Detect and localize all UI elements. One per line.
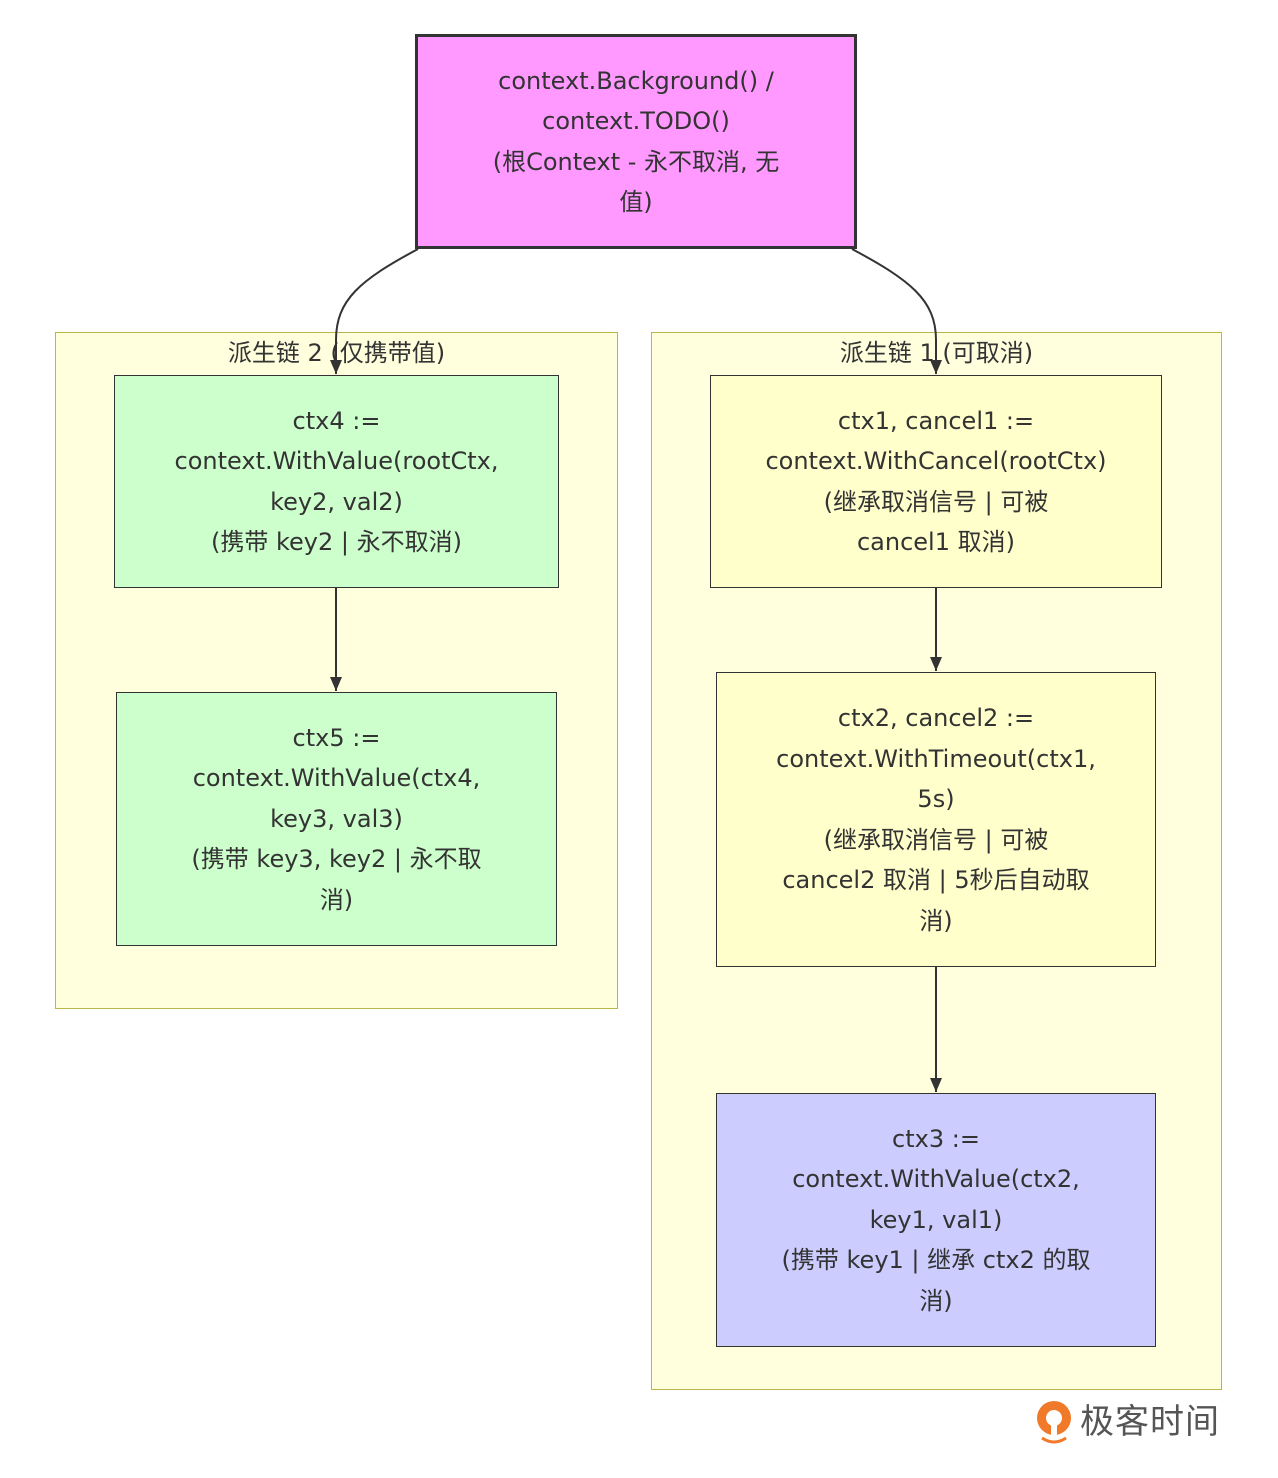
node-text-line: (继承取消信号 | 可被 bbox=[823, 487, 1049, 516]
node-text-line: context.WithTimeout(ctx1, bbox=[776, 744, 1096, 773]
node-text-line: context.WithValue(ctx2, bbox=[792, 1165, 1080, 1194]
node-ctx2[interactable]: ctx2, cancel2 := context.WithTimeout(ctx… bbox=[716, 672, 1156, 967]
node-text-line: cancel2 取消 | 5秒后自动取 bbox=[782, 866, 1090, 894]
subgraph-chain-1-title: 派生链 1 (可取消) bbox=[839, 339, 1034, 367]
node-text-line: 消) bbox=[919, 906, 953, 935]
node-text-line: context.WithValue(rootCtx, bbox=[174, 447, 499, 475]
node-ctx5[interactable]: ctx5 := context.WithValue(ctx4, key3, va… bbox=[116, 692, 557, 946]
node-text-line: ctx2, cancel2 := bbox=[837, 704, 1035, 732]
node-text-line: (携带 key2 | 永不取消) bbox=[211, 528, 462, 556]
node-text-line: ctx3 := bbox=[892, 1124, 980, 1153]
node-text-line: (携带 key3, key2 | 永不取 bbox=[191, 845, 482, 874]
node-text-line: 值) bbox=[619, 188, 653, 216]
node-text-line: (根Context - 永不取消, 无 bbox=[492, 147, 780, 176]
node-text-line: cancel1 取消) bbox=[856, 528, 1015, 556]
node-text-line: (携带 key1 | 继承 ctx2 的取 bbox=[781, 1246, 1091, 1275]
node-text-line: key3, val3) bbox=[270, 804, 403, 833]
watermark: 极客时间 bbox=[1034, 1398, 1220, 1446]
node-text-line: (继承取消信号 | 可被 bbox=[823, 825, 1049, 854]
node-text-line: ctx1, cancel1 := bbox=[837, 406, 1035, 435]
node-ctx1[interactable]: ctx1, cancel1 := context.WithCancel(root… bbox=[710, 375, 1162, 588]
node-ctx4[interactable]: ctx4 := context.WithValue(rootCtx, key2,… bbox=[114, 375, 559, 588]
node-text-line: context.TODO() bbox=[542, 107, 730, 135]
watermark-text: 极客时间 bbox=[1080, 1402, 1220, 1442]
node-text-line: key1, val1) bbox=[869, 1205, 1003, 1234]
geektime-logo-icon bbox=[1037, 1401, 1071, 1444]
node-text-line: 消) bbox=[919, 1286, 953, 1315]
node-text-line: 5s) bbox=[917, 785, 955, 813]
node-text-line: ctx4 := bbox=[292, 406, 381, 435]
node-text-line: context.WithCancel(rootCtx) bbox=[765, 447, 1107, 475]
node-text-line: context.Background() / bbox=[498, 66, 774, 95]
node-ctx3[interactable]: ctx3 := context.WithValue(ctx2, key1, va… bbox=[716, 1093, 1156, 1347]
node-text-line: ctx5 := bbox=[292, 723, 381, 752]
node-text-line: context.WithValue(ctx4, bbox=[192, 764, 481, 793]
subgraph-chain-2-title: 派生链 2 (仅携带值) bbox=[227, 339, 446, 367]
node-text-line: key2, val2) bbox=[270, 487, 403, 516]
node-text-line: 消) bbox=[319, 885, 354, 914]
node-root-context[interactable]: context.Background() / context.TODO() (根… bbox=[415, 34, 857, 249]
